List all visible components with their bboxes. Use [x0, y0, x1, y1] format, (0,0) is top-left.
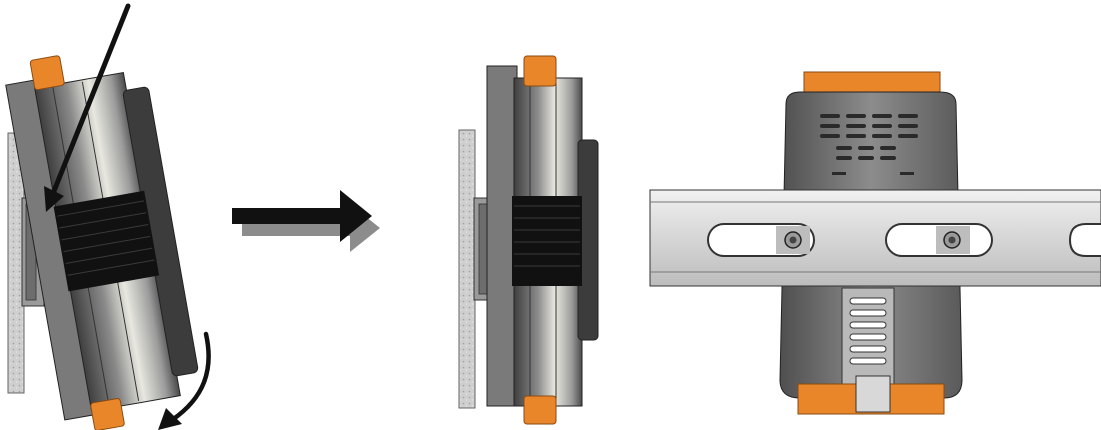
push-arrow-icon	[44, 3, 131, 212]
release-latch	[841, 287, 895, 410]
rail-screw	[936, 226, 970, 254]
panel-tilted-mounting	[5, 3, 211, 430]
clip-bottom	[90, 398, 125, 430]
right-arrow-icon	[232, 190, 380, 252]
panel-mounted-side	[458, 55, 599, 425]
vent-grille-top	[820, 114, 918, 175]
module-mounted-side	[486, 55, 599, 425]
module-tilted	[5, 55, 199, 430]
rail-screw	[776, 226, 810, 254]
din-rail-front	[649, 189, 1101, 287]
panel-mounted-front	[649, 71, 1101, 415]
wall-surface	[458, 129, 476, 409]
clip-bottom	[523, 395, 557, 425]
clip-top	[29, 55, 65, 91]
clip-top	[523, 55, 557, 87]
curved-arrow-icon	[158, 331, 211, 430]
